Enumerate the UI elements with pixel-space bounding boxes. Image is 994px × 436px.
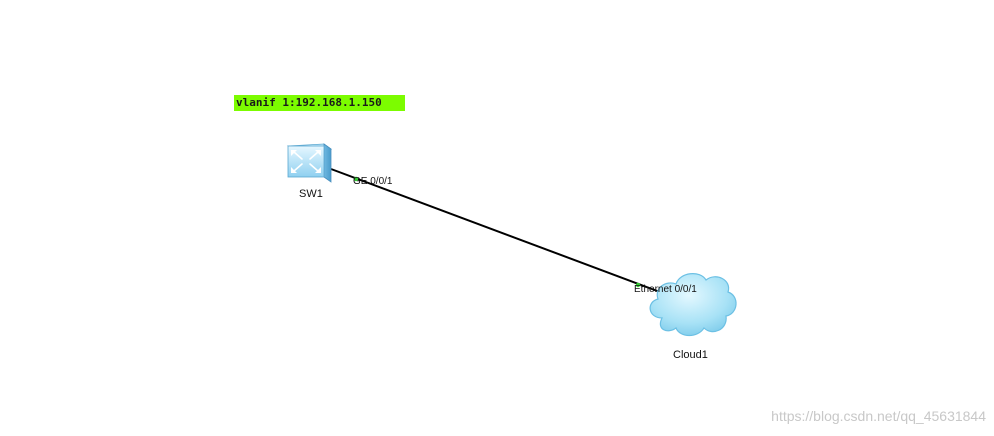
- cloud1-port-label: Ethernet 0/0/1: [634, 284, 697, 295]
- cloud-icon[interactable]: [649, 273, 737, 337]
- cloud1-label: Cloud1: [673, 349, 708, 361]
- note-background: [234, 95, 405, 111]
- watermark: https://blog.csdn.net/qq_45631844: [771, 408, 986, 424]
- sw1-label: SW1: [299, 188, 323, 200]
- vlanif-note[interactable]: vlanif 1:192.168.1.150: [236, 96, 382, 109]
- sw1-port-label: GE 0/0/1: [353, 176, 393, 187]
- switch-icon[interactable]: [286, 143, 333, 183]
- port-indicator-cloud1: [635, 282, 641, 288]
- port-indicator-sw1: [353, 176, 359, 182]
- link-sw1-cloud1[interactable]: [330, 168, 661, 293]
